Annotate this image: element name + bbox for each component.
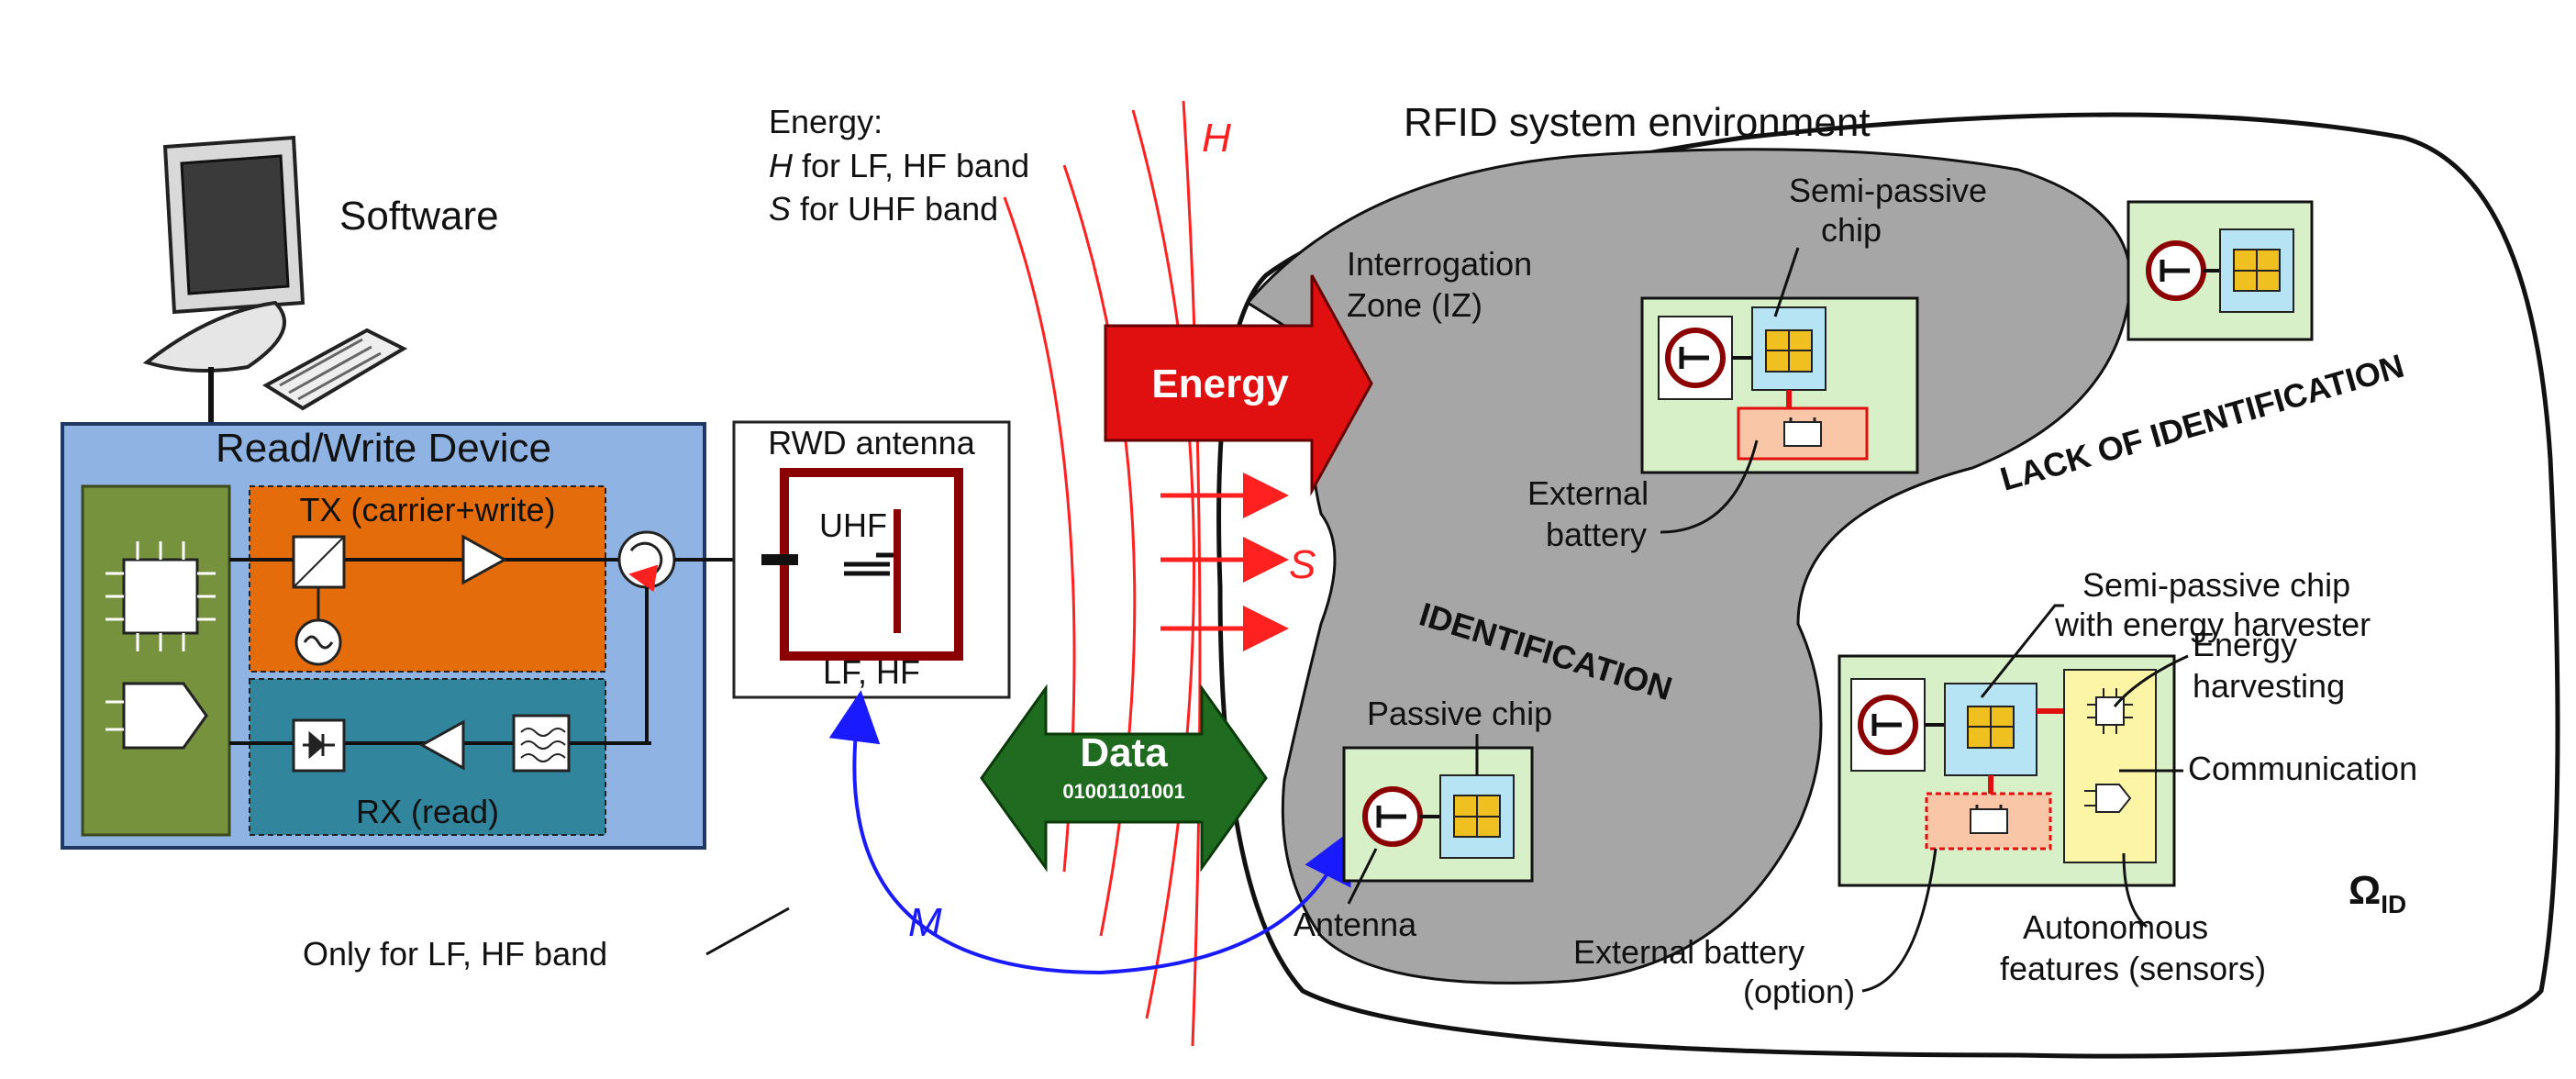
rfid-env-label: RFID system environment: [1404, 100, 1871, 145]
s-field-arrows: [1160, 473, 1289, 651]
modulator-icon: [292, 535, 346, 638]
outside-tag: [2126, 200, 2314, 341]
passive-chip-label: Passive chip: [1367, 695, 1552, 732]
energy-note-line2: H for LF, HF band: [769, 147, 1029, 184]
data-arrow-label: Data: [1080, 730, 1168, 775]
harvester-label-line1: Semi-passive chip: [2082, 566, 2350, 604]
antenna-label: Antenna: [1294, 906, 1417, 943]
m-field-label: M: [908, 900, 942, 945]
adc-icon: [105, 682, 208, 750]
m-coupling-link: [828, 690, 1351, 975]
energy-harvesting-line1: Energy: [2193, 626, 2297, 663]
chip-icon: [1765, 329, 1813, 373]
iz-label-line1: Interrogation: [1347, 245, 1532, 283]
uhf-label: UHF: [819, 506, 887, 544]
external-battery-box: [1737, 406, 1869, 461]
energy-note-line3: S for UHF band: [769, 190, 998, 228]
autonomous-line2: features (sensors): [2000, 950, 2266, 987]
battery-icon: [1970, 805, 2008, 834]
read-write-device-label: Read/Write Device: [216, 426, 551, 471]
diode-detector-icon: [292, 718, 346, 773]
h-field-label: H: [1202, 116, 1231, 161]
only-lf-hf-label: Only for LF, HF band: [303, 935, 607, 973]
rx-label: RX (read): [356, 793, 499, 830]
passive-tag: [1342, 746, 1534, 883]
controller-block: [81, 484, 231, 837]
oscillator-icon: [294, 618, 342, 666]
chip-icon: [1967, 706, 2015, 749]
bandpass-filter-icon: [512, 714, 571, 773]
harvester-label-line2: with energy harvester: [2054, 606, 2371, 643]
rwd-antenna-box: RWD antenna UHF LF, HF: [732, 420, 1011, 699]
read-write-device: Read/Write Device TX (carrier+write) RX …: [61, 422, 771, 850]
semi-passive-label-line1: Semi-passive: [1789, 172, 1987, 209]
sensor-icon: [2084, 784, 2132, 813]
computer-icon: [142, 135, 408, 422]
software-label: Software: [339, 194, 499, 239]
tag-antenna-icon: [1362, 786, 1423, 847]
semi-passive-label-line2: chip: [1821, 211, 1882, 249]
ext-battery-label-line2: battery: [1546, 516, 1647, 553]
ext-battery-opt-line1: External battery: [1573, 933, 1804, 971]
lf-hf-label: LF, HF: [823, 653, 920, 691]
tx-label: TX (carrier+write): [299, 491, 555, 528]
microcontroller-icon: [105, 541, 216, 651]
energy-note-line1: Energy:: [769, 103, 883, 140]
iz-label-line2: Zone (IZ): [1347, 286, 1482, 324]
rx-amplifier-icon: [418, 719, 465, 771]
rwd-antenna-label: RWD antenna: [768, 424, 975, 462]
harvester-tag: [1838, 654, 2176, 887]
energy-arrow-label: Energy: [1151, 362, 1289, 406]
energy-arrow: [1104, 274, 1373, 496]
tx-amplifier-icon: [461, 534, 508, 585]
chip-icon: [2233, 249, 2281, 292]
harvester-chip-icon: [2087, 688, 2133, 734]
energy-harvesting-line2: harvesting: [2193, 667, 2345, 705]
omega-id-label: ΩID: [2348, 868, 2406, 918]
data-bits-label: 01001101001: [1062, 780, 1184, 803]
ext-battery-opt-line2: (option): [1743, 973, 1855, 1010]
chip-icon: [1453, 795, 1501, 838]
communication-label: Communication: [2188, 750, 2417, 787]
h-field-lines: [1003, 100, 1202, 1047]
tag-antenna-icon: [1658, 316, 1733, 400]
s-field-label: S: [1289, 542, 1316, 587]
circulator-icon: [617, 530, 771, 743]
tag-antenna-icon: [2146, 240, 2206, 301]
battery-icon: [1783, 417, 1822, 447]
tag-antenna-icon: [1850, 678, 1926, 772]
ext-battery-label-line1: External: [1527, 474, 1649, 512]
autonomous-line1: Autonomous: [2023, 908, 2208, 946]
semi-passive-tag: [1640, 296, 1919, 474]
